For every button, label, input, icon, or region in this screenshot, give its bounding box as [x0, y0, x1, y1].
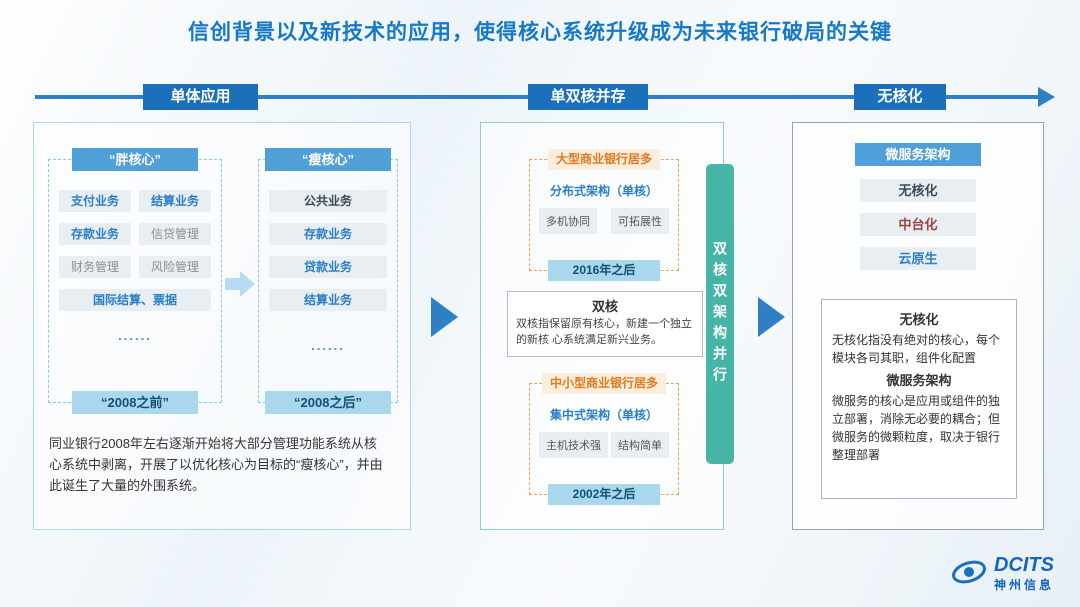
company-logo: DCITS 神州信息 [950, 555, 1054, 593]
small-bank-period: 2002年之后 [548, 484, 660, 505]
slide-title: 信创背景以及新技术的应用，使得核心系统升级成为未来银行破局的关键 [188, 21, 892, 44]
timeline-stage-coreless: 无核化 [854, 84, 946, 110]
flow-arrow-icon [431, 297, 458, 337]
fat-core-items: 支付业务 结算业务 存款业务 信贷管理 财务管理 风险管理 国际结算、票据 [59, 190, 211, 311]
small-bank-header: 中小型商业银行居多 [541, 373, 667, 394]
coreless-definition-box: 无核化 无核化指没有绝对的核心，每个模块各司其职，组件化配置 微服务架构 微服务… [821, 299, 1017, 499]
microservice-header: 微服务架构 [855, 143, 981, 166]
thin-core-footer: “2008之后” [265, 391, 391, 414]
panel-monolithic: “胖核心” 支付业务 结算业务 存款业务 信贷管理 财务管理 风险管理 国际结算… [33, 122, 411, 530]
timeline-stage-monolithic: 单体应用 [143, 84, 258, 110]
thin-core-item: 公共业务 [269, 190, 387, 212]
thin-core-header: “瘦核心” [265, 148, 391, 171]
monolithic-description: 同业银行2008年左右逐渐开始将大部分管理功能系统从核心系统中剥离，开展了以优化… [49, 436, 383, 494]
tag: 多机协同 [539, 208, 597, 234]
tag: 结构简单 [611, 432, 669, 458]
fat-core-item: 财务管理 [59, 256, 131, 278]
flow-arrow-icon [758, 297, 785, 337]
fat-core-item: 结算业务 [139, 190, 211, 212]
panel-coreless: 微服务架构 无核化 中台化 云原生 无核化 无核化指没有绝对的核心，每个模块各司… [792, 122, 1044, 530]
fat-core-box: “胖核心” 支付业务 结算业务 存款业务 信贷管理 财务管理 风险管理 国际结算… [48, 148, 222, 414]
fat-core-header: “胖核心” [72, 148, 198, 171]
fat-core-item: 存款业务 [59, 223, 131, 245]
dual-core-text: 双核指保留原有核心，新建一个独立的新核 心系统满足新兴业务。 [516, 318, 692, 346]
fat-core-item: 信贷管理 [139, 223, 211, 245]
fat-core-item: 支付业务 [59, 190, 131, 212]
fat-core-item-wide: 国际结算、票据 [59, 289, 211, 311]
thin-core-box: “瘦核心” 公共业务 存款业务 贷款业务 结算业务 ...... “2008之后… [258, 148, 398, 414]
small-bank-box: 中小型商业银行居多 集中式架构（单核） 主机技术强 结构简单 2002年之后 [529, 373, 679, 505]
midplatform-item: 中台化 [860, 213, 976, 236]
thin-core-items: 公共业务 存款业务 贷款业务 结算业务 [269, 190, 387, 311]
thin-core-item: 结算业务 [269, 289, 387, 311]
tag: 可拓展性 [611, 208, 669, 234]
small-bank-tags: 主机技术强 结构简单 [539, 432, 669, 458]
ellipsis-text: ...... [311, 338, 345, 353]
dual-core-title: 双核 [591, 299, 618, 314]
large-bank-header: 大型商业银行居多 [547, 149, 661, 170]
small-bank-architecture: 集中式架构（单核） [549, 408, 658, 422]
fat-core-item: 风险管理 [139, 256, 211, 278]
large-bank-architecture: 分布式架构（单核） [549, 184, 658, 198]
dcits-swoosh-icon [950, 556, 988, 593]
coreless-title: 无核化 [899, 312, 939, 327]
coreless-item: 无核化 [860, 179, 976, 202]
timeline-stage-dualcore: 单双核并存 [528, 84, 648, 110]
dual-architecture-parallel-bar: 双核双架构并行 [706, 164, 734, 464]
microservice-title: 微服务架构 [886, 373, 952, 388]
coreless-text: 无核化指没有绝对的核心，每个模块各司其职，组件化配置 [832, 333, 1001, 365]
dual-core-definition-box: 双核 双核指保留原有核心，新建一个独立的新核 心系统满足新兴业务。 [507, 291, 703, 357]
panel-dual-core: 大型商业银行居多 分布式架构（单核） 多机协同 可拓展性 2016年之后 双核 … [480, 122, 724, 530]
ellipsis-text: ...... [118, 328, 152, 343]
fat-core-footer: “2008之前” [72, 391, 198, 414]
large-bank-tags: 多机协同 可拓展性 [539, 208, 669, 234]
large-bank-period: 2016年之后 [548, 260, 660, 281]
microservice-text: 微服务的核心是应用或组件的独立部署，消除无必要的耦合；但微服务的微颗粒度，取决于… [832, 394, 1001, 462]
tag: 主机技术强 [539, 432, 608, 458]
transition-arrow-icon [225, 271, 257, 297]
logo-company-text: 神州信息 [993, 578, 1054, 592]
timeline-arrowhead-icon [1038, 87, 1055, 107]
large-bank-box: 大型商业银行居多 分布式架构（单核） 多机协同 可拓展性 2016年之后 [529, 149, 679, 281]
logo-brand-text: DCITS [993, 554, 1054, 576]
thin-core-item: 贷款业务 [269, 256, 387, 278]
cloudnative-item: 云原生 [860, 247, 976, 270]
thin-core-item: 存款业务 [269, 223, 387, 245]
